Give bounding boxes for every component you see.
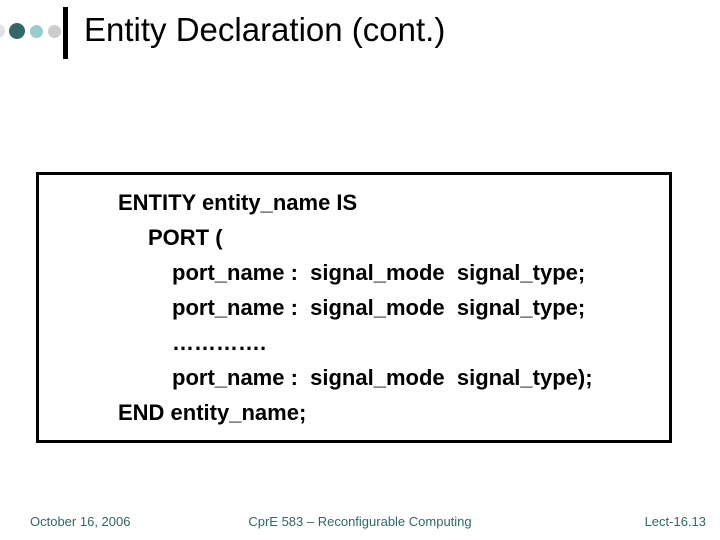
code-line-port-last: port_name : signal_mode signal_type); <box>172 365 593 390</box>
slide-footer: October 16, 2006 CprE 583 – Reconfigurab… <box>0 514 720 530</box>
decorative-dot-light-teal-icon <box>30 25 43 38</box>
code-line-ellipsis: …………. <box>172 330 267 355</box>
code-line-port-open: PORT ( <box>148 225 223 250</box>
code-line-port-2: port_name : signal_mode signal_type; <box>172 295 586 320</box>
slide-header: Entity Declaration (cont.) <box>0 0 720 70</box>
decorative-dot-gray-icon <box>48 25 61 38</box>
slide-title: Entity Declaration (cont.) <box>84 11 446 48</box>
title-divider-bar <box>63 7 68 59</box>
footer-lecture: Lect-16.13 <box>644 514 706 529</box>
entity-declaration-code-box: ENTITY entity_name IS PORT ( port_name :… <box>36 172 672 443</box>
decorative-dot-partial-icon <box>0 24 5 38</box>
code-line-end: END entity_name; <box>118 400 307 425</box>
code-line-port-1: port_name : signal_mode signal_type; <box>172 260 586 285</box>
decorative-dot-dark-teal-icon <box>9 23 25 39</box>
code-line-entity: ENTITY entity_name IS <box>118 190 358 215</box>
footer-course: CprE 583 – Reconfigurable Computing <box>248 514 472 529</box>
footer-date: October 16, 2006 <box>30 514 131 529</box>
